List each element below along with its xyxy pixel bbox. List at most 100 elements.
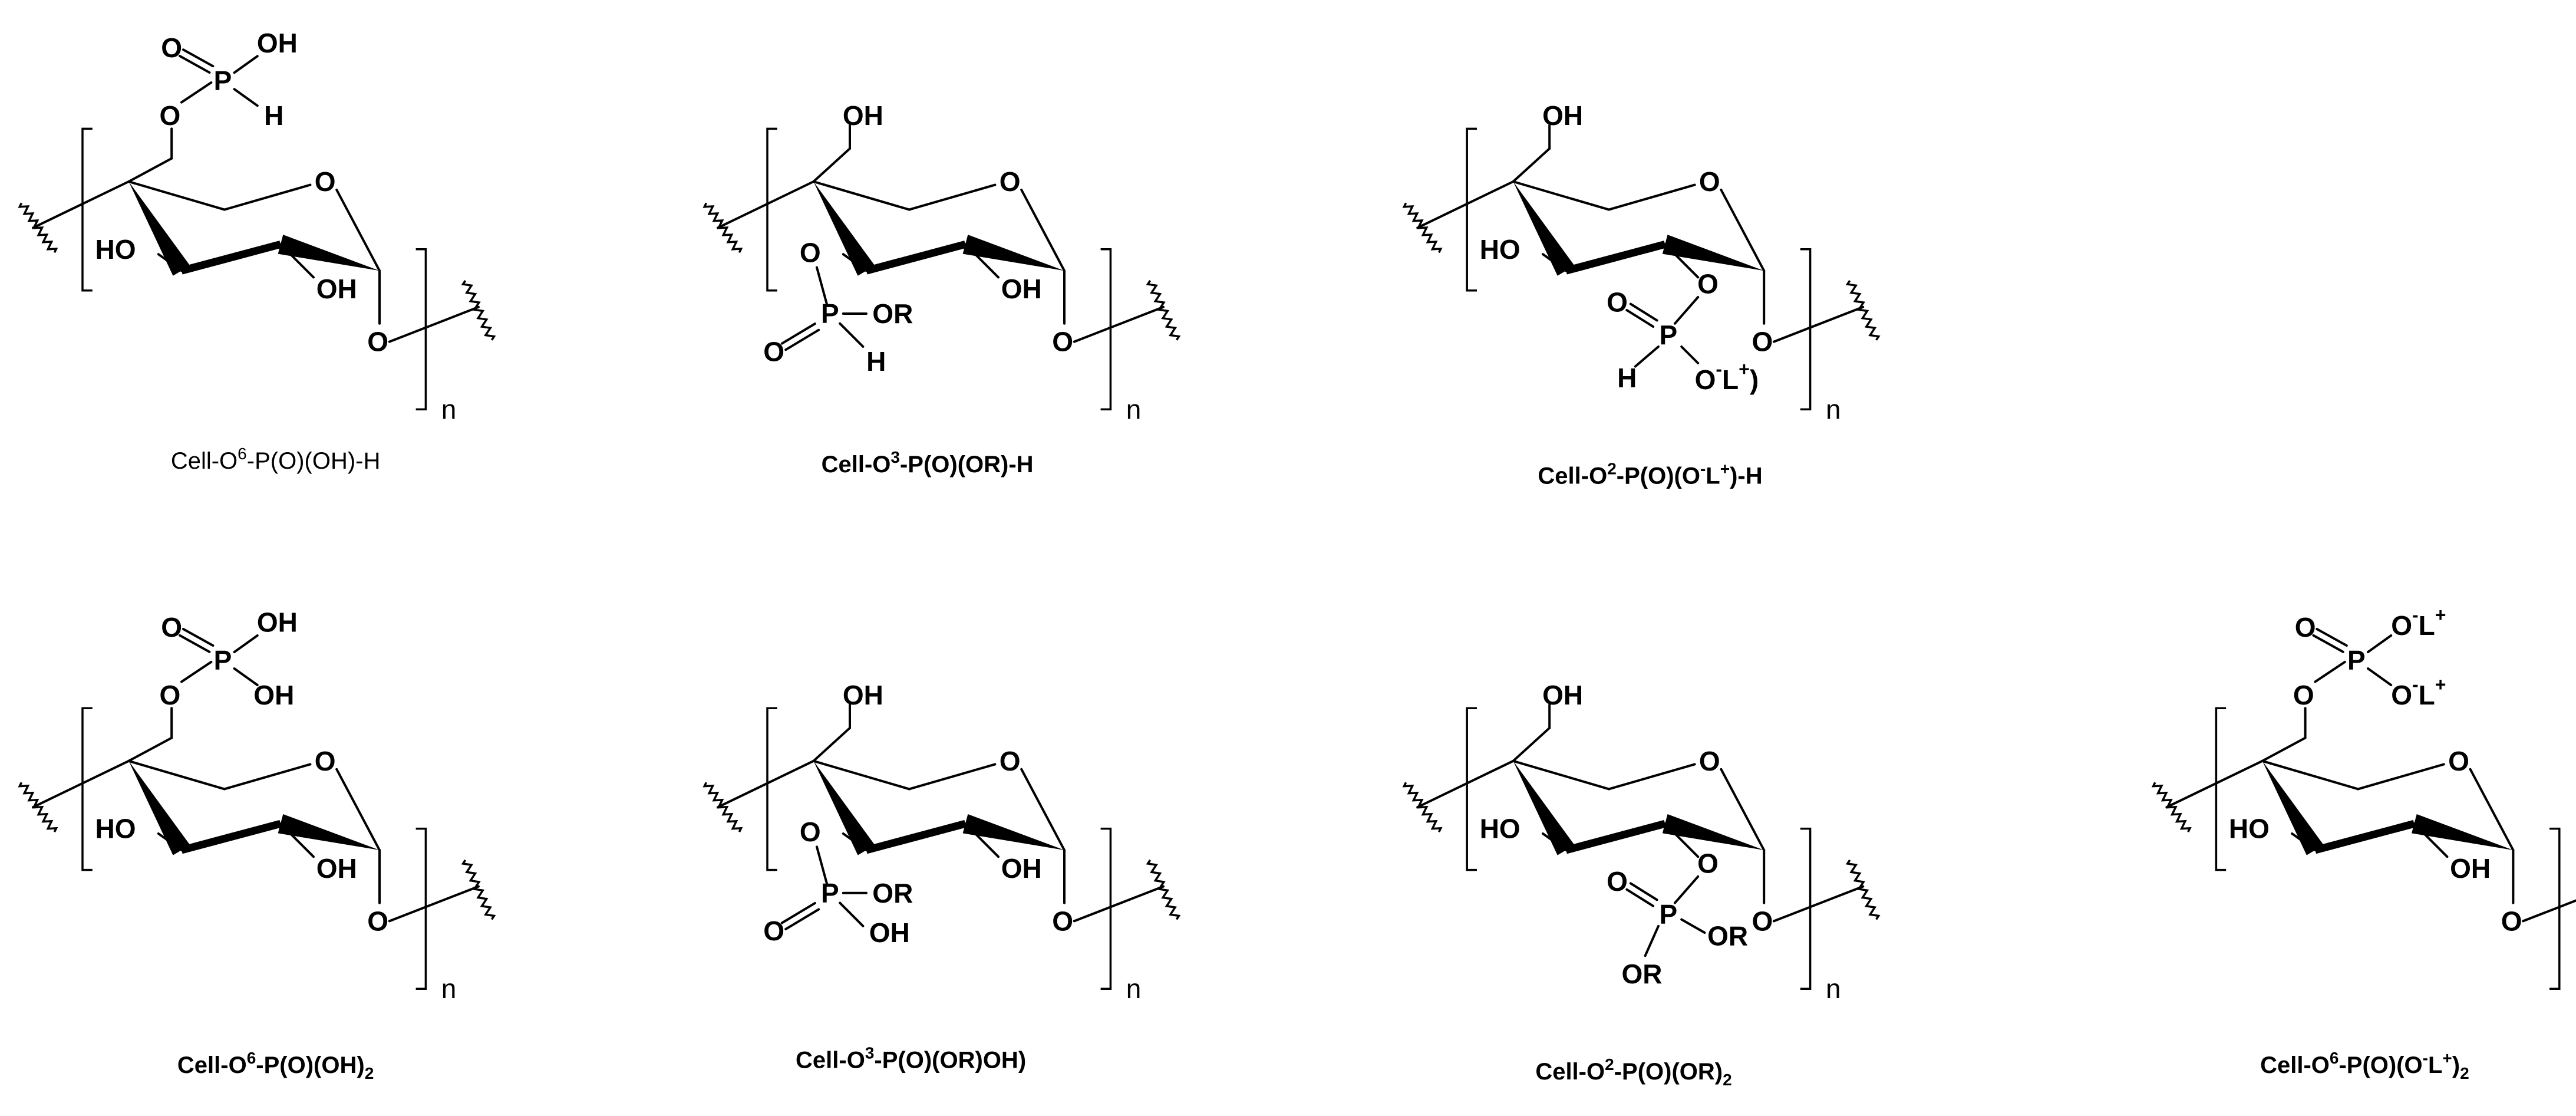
c4-c5-bond <box>127 759 226 791</box>
caption-part: 2 <box>365 1064 374 1082</box>
p-r1-bond <box>233 55 259 74</box>
left-wavy-bond <box>702 782 743 832</box>
phosphoryl-oxygen: O <box>763 916 784 946</box>
ring-o-c1-bond <box>1720 189 1766 272</box>
phosphonate-r1-part: - <box>2412 604 2419 626</box>
c3-c2-bold-bond <box>180 819 282 854</box>
c4-c3-wedge <box>813 182 875 276</box>
c2-hydroxyl: OH <box>2450 853 2491 884</box>
c1-c2-wedge <box>1662 814 1764 850</box>
c3-hydroxyl: HO <box>95 814 136 844</box>
c4-c3-wedge <box>2262 761 2324 855</box>
c3-hydroxyl: HO <box>1480 234 1520 265</box>
phosphonate-r1: OR <box>872 298 913 329</box>
p-r1-bond <box>1680 345 1700 364</box>
left-bracket <box>81 707 93 871</box>
phosphonate-r2: OR <box>1622 959 1663 989</box>
c3-o-bond <box>1542 253 1568 272</box>
ring-oxygen: O <box>315 746 336 776</box>
c3-c2-bold-bond <box>2314 819 2416 854</box>
c4-c3-wedge <box>128 761 190 855</box>
glycosidic-oxygen: O <box>367 906 388 936</box>
c5-c6-bond <box>1512 147 1551 183</box>
phosphonate-r2: OH <box>869 917 910 948</box>
ester-oxygen: O <box>2293 680 2314 710</box>
structure-caption: Cell-O6-P(O)(O-L+)2 <box>2260 1049 2469 1082</box>
link-o-bond <box>1073 885 1165 923</box>
p-o-double-bond <box>1625 309 1655 328</box>
caption-part: -P(O)(O <box>2338 1052 2422 1078</box>
o-p-bond <box>180 81 213 104</box>
c1-c2-wedge <box>278 235 380 271</box>
c3-c2-bold-bond <box>1565 241 1666 275</box>
p-r1-bond <box>2367 634 2393 653</box>
ring-o-c1-bond <box>1720 768 1766 851</box>
c3-c2-bold-bond <box>865 819 967 854</box>
c2-hydroxyl: OH <box>1001 274 1042 304</box>
c4-glycosidic-bond <box>1416 759 1515 809</box>
phosphoryl-oxygen: O <box>161 32 182 63</box>
c4-glycosidic-bond <box>32 180 130 229</box>
c4-glycosidic-bond <box>1416 180 1515 229</box>
left-wavy-bond <box>18 202 58 254</box>
p-r2-bond <box>839 901 865 927</box>
phosphonate-h: H <box>866 346 886 377</box>
caption-part: 3 <box>865 1044 875 1062</box>
p-o-double-bond <box>784 328 820 351</box>
c3-o-bond <box>1542 832 1568 851</box>
ring-o-c1-bond <box>1020 768 1066 851</box>
caption-part: 6 <box>247 1049 256 1067</box>
p-o-double-bond <box>182 628 215 647</box>
o-p-bond <box>2314 660 2346 683</box>
left-bracket <box>1466 127 1477 292</box>
c2-o-bond <box>964 822 1000 858</box>
structure-caption: Cell-O2-P(O)(O-L+)-H <box>1538 459 1762 489</box>
c1-c2-wedge <box>278 814 380 850</box>
left-wavy-bond <box>2151 782 2192 832</box>
caption-part: + <box>1720 459 1730 478</box>
c5-c6-bond <box>2261 736 2307 762</box>
phosphonate-r2: O-L+ <box>2391 674 2446 710</box>
ring-oxygen: O <box>1699 166 1720 197</box>
c2-o-bond <box>1664 822 1700 858</box>
c5-ring-o-bond <box>223 763 312 791</box>
ring-oxygen: O <box>1000 166 1021 197</box>
phosphoryl-oxygen: O <box>2295 612 2316 643</box>
c5-c6-bond <box>812 726 851 762</box>
left-wavy-bond <box>18 782 58 832</box>
caption-part: Cell-O <box>822 452 891 478</box>
phosphonate-r1: OR <box>872 878 913 908</box>
c3-hydroxyl: HO <box>95 234 136 265</box>
c1-c2-wedge <box>1662 235 1764 271</box>
glycosidic-oxygen: O <box>1752 906 1773 936</box>
right-wavy-bond <box>461 280 496 341</box>
p-o-double-bond <box>1629 302 1658 322</box>
o-p-bond <box>1674 296 1700 325</box>
phosphonate-r1-part: O <box>1695 364 1716 395</box>
structure-caption: Cell-O3-P(O)(OR)OH) <box>796 1044 1026 1074</box>
c3-c2-bold-bond <box>180 241 282 275</box>
ester-oxygen: O <box>1697 848 1719 878</box>
phosphoryl-oxygen: O <box>161 612 182 643</box>
structure-caption: Cell-O6-P(O)(OH)-H <box>171 445 381 474</box>
caption-part: -P(O)(OR) <box>1614 1059 1723 1085</box>
c5-c6-bond <box>812 147 851 183</box>
ring-oxygen: O <box>1000 746 1021 776</box>
caption-part: Cell-O <box>177 1052 247 1078</box>
right-bracket <box>415 827 427 990</box>
left-bracket <box>1466 707 1477 871</box>
phosphonate-r1-part: + <box>2435 604 2446 626</box>
glycosidic-oxygen: O <box>1052 327 1073 357</box>
structure-caption: Cell-O3-P(O)(OR)-H <box>822 448 1034 478</box>
left-bracket <box>81 127 93 292</box>
right-bracket <box>2549 827 2561 990</box>
phosphorus: P <box>1659 899 1677 930</box>
c2-hydroxyl: OH <box>316 274 357 304</box>
c4-c5-bond <box>1512 759 1610 791</box>
right-bracket <box>1800 827 1812 990</box>
phosphonate-r1-part: + <box>1739 358 1750 380</box>
